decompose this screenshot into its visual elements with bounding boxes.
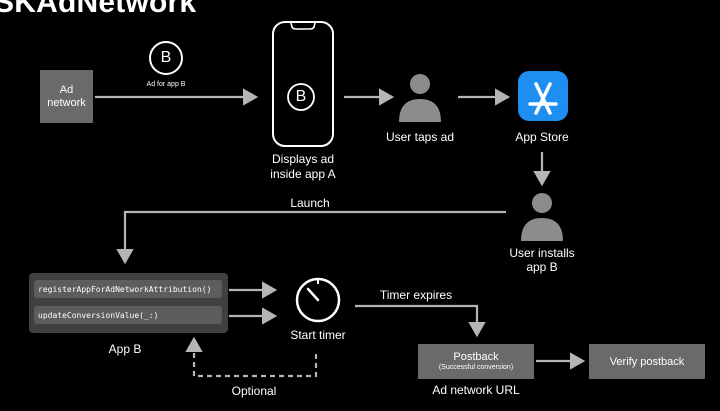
arrow-timer-expires <box>355 304 486 338</box>
arrow-optional <box>185 336 318 378</box>
app-store-icon <box>518 71 568 121</box>
displays-ad-label: Displays ad inside app A <box>270 152 336 181</box>
user-taps-ad-label: User taps ad <box>385 130 455 144</box>
launch-label: Launch <box>290 196 330 210</box>
ad-network-url-label: Ad network URL <box>432 383 520 397</box>
postback-box: Postback (Successful conversion) <box>418 344 534 379</box>
person-icon <box>399 74 441 122</box>
verify-postback-box: Verify postback <box>589 344 705 379</box>
phone-icon <box>272 21 334 147</box>
user-installs-label: User installs app B <box>509 246 575 274</box>
postback-subtitle: (Successful conversion) <box>438 363 514 371</box>
timer-icon <box>295 277 341 323</box>
app-store-label: App Store <box>515 130 569 144</box>
ad-network-box: Ad network <box>40 70 93 123</box>
b-badge-icon <box>149 41 183 75</box>
app-b-label: App B <box>108 342 142 356</box>
arrow-launch <box>116 210 506 265</box>
person-icon <box>521 193 563 241</box>
b-badge-letter: B <box>160 49 172 66</box>
optional-label: Optional <box>231 384 277 398</box>
phone-badge-letter: B <box>295 88 307 105</box>
update-api-box: updateConversionValue(_:) <box>34 306 222 324</box>
app-b-container: registerAppForAdNetworkAttribution() upd… <box>29 273 228 333</box>
postback-title: Postback <box>453 350 499 363</box>
timer-expires-label: Timer expires <box>379 288 453 302</box>
start-timer-label: Start timer <box>290 328 346 342</box>
page-title: SKAdNetwork <box>0 0 197 19</box>
ad-for-app-label: Ad for app B <box>146 81 186 88</box>
register-api-box: registerAppForAdNetworkAttribution() <box>34 280 222 298</box>
